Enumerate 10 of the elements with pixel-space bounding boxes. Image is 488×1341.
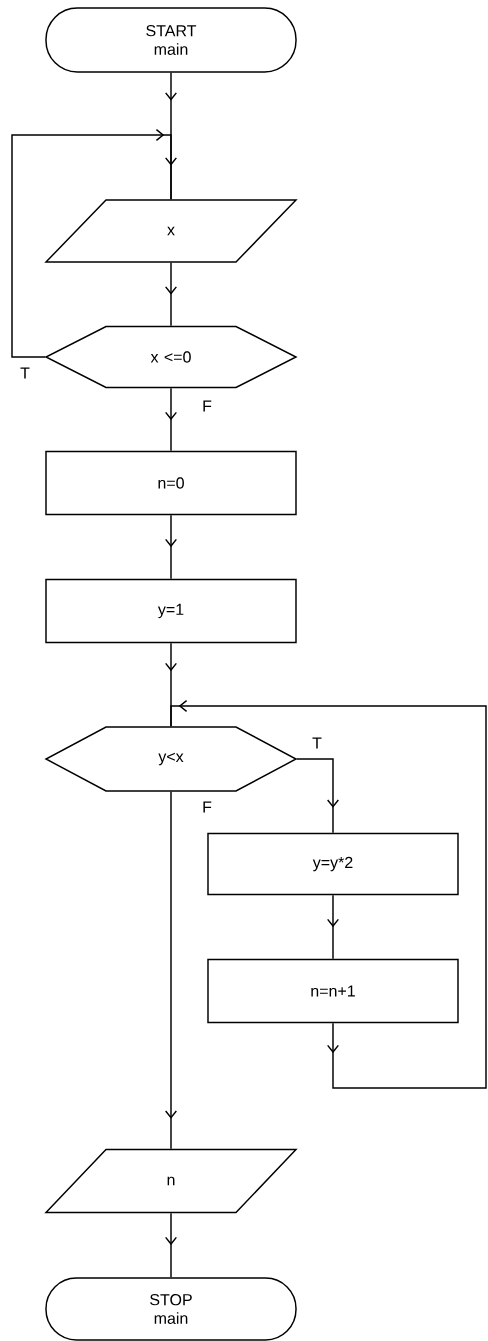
edge-label: T (310, 736, 324, 750)
edge-label: F (200, 800, 214, 814)
edge-label: T (18, 366, 32, 380)
process-box: y=1 (45, 578, 297, 644)
terminal-box: START main (45, 7, 297, 73)
edge-label: F (200, 399, 214, 413)
process-box: y=y*2 (207, 832, 459, 896)
process-box: n=n+1 (207, 958, 459, 1024)
terminal-box: STOP main (45, 1277, 297, 1341)
process-box: n=0 (45, 450, 297, 516)
